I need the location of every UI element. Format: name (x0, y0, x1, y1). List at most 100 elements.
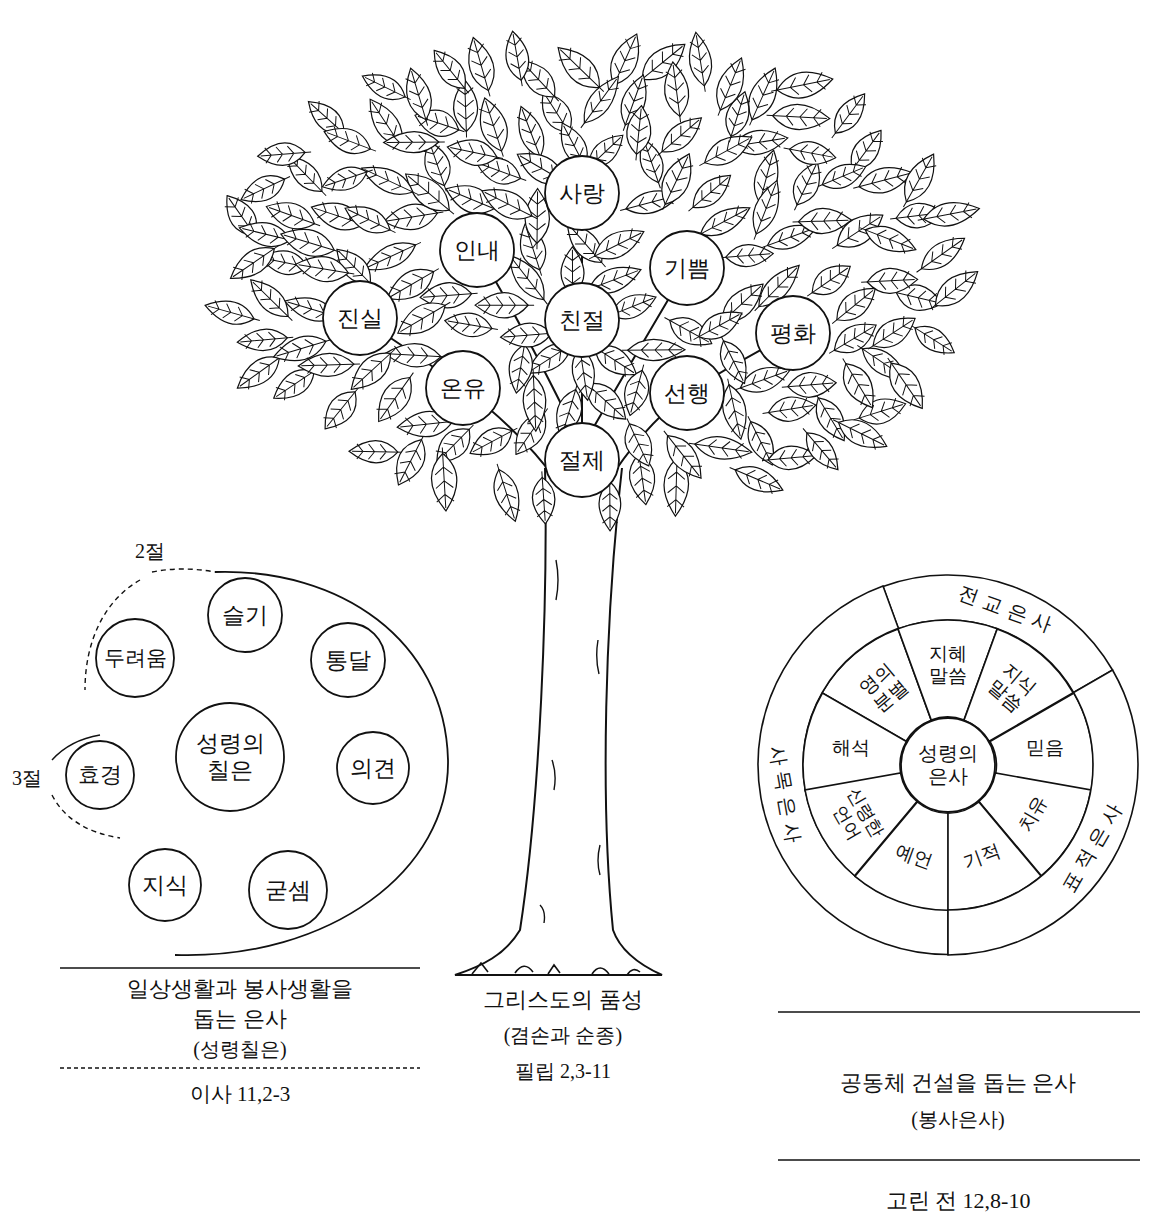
text-block: 인내 (454, 237, 500, 264)
text-block: 굳셈 (265, 877, 311, 904)
center-circle: 성령의 칠은 (175, 702, 285, 812)
leaf (384, 131, 445, 152)
fruit-circle: 진실 (322, 280, 398, 356)
segment-label: 해석 (832, 737, 870, 759)
text-block: 온유 (440, 375, 486, 402)
leaf (862, 309, 922, 359)
leaf (769, 67, 836, 104)
leaf (473, 94, 516, 160)
leaf-vein (456, 82, 474, 137)
leaf-vein (655, 153, 696, 214)
circle-label: 인내 (454, 237, 500, 264)
leaf (651, 148, 700, 215)
leaf (340, 198, 400, 242)
leaf (655, 424, 711, 486)
leaf-vein (396, 295, 455, 339)
leaf-vein (766, 107, 827, 128)
verse-label: 2절 (135, 538, 165, 565)
fruit-circle: 절제 (544, 422, 620, 498)
leaf (719, 243, 774, 269)
fruit-circle: 선행 (649, 355, 725, 431)
leaf (685, 31, 716, 94)
leaf (277, 222, 343, 264)
leaf (688, 303, 747, 349)
leaf-vein (912, 234, 966, 278)
leaf (916, 197, 982, 231)
fruit-circle: 기쁨 (649, 230, 725, 306)
leaf-vein (297, 256, 355, 282)
leaf (486, 460, 526, 524)
caption-rule (60, 967, 420, 968)
leaf-vein (830, 413, 888, 452)
verse-label: 3절 (12, 765, 42, 792)
fruit-circle: 온유 (425, 350, 501, 426)
caption-text: (성령칠은) (193, 1036, 286, 1063)
leaf-vein (916, 201, 978, 228)
leaf (860, 267, 918, 295)
leaf-vein (857, 221, 916, 256)
leaf (319, 160, 376, 197)
leaf (320, 121, 380, 162)
gift-circle: 굳셈 (248, 850, 328, 930)
leaf-vein (787, 161, 823, 214)
circle-shape (901, 718, 995, 812)
leaf-vein (880, 353, 927, 411)
leaf-vein (301, 356, 360, 374)
bark-mark (540, 560, 600, 923)
leaf-vein (478, 296, 534, 313)
leaf-vein (896, 153, 939, 211)
text-block: 슬기 (222, 602, 268, 629)
text-block: 진실 (337, 305, 383, 332)
leaf-vein (248, 277, 298, 326)
gift-circle: 슬기 (207, 577, 283, 653)
leaf (616, 413, 660, 471)
leaf-vein (781, 375, 834, 396)
leaf (661, 60, 692, 123)
leaf (792, 207, 852, 234)
leaf (202, 295, 262, 331)
caption-rule (778, 1011, 1140, 1012)
circle-shape (650, 231, 724, 305)
reference-text: 이사 11,2-3 (190, 1080, 291, 1108)
gift-circle: 효경 (65, 740, 135, 810)
leaf-vein (363, 236, 424, 275)
circle-label: 지식 (142, 872, 188, 899)
leaf-vein (554, 43, 609, 97)
caption-rule (778, 1159, 1140, 1160)
leaf (877, 351, 933, 416)
leaf (465, 418, 523, 464)
leaf-vein (434, 447, 455, 508)
text-block: 친절 (559, 307, 605, 334)
leaf (391, 291, 456, 344)
gift-circle: 두려움 (95, 618, 175, 698)
leaf (761, 393, 818, 425)
text-block: 의견 (350, 755, 396, 782)
circle-shape (545, 283, 619, 357)
circle-label: 기쁨 (664, 255, 710, 282)
leaf (425, 43, 477, 100)
circle-shape (337, 732, 409, 804)
gift-circle: 의견 (336, 731, 410, 805)
text-block: 통달 (325, 647, 371, 674)
text-block: 선행 (664, 380, 710, 407)
leaf-vein (792, 211, 848, 230)
circle-label: 굳셈 (265, 877, 311, 904)
circle-shape (176, 703, 284, 811)
text-block: 성령의 칠은 (194, 730, 266, 784)
leaf (856, 217, 920, 259)
leaf-vein (477, 98, 511, 159)
leaf-vein (430, 48, 475, 98)
leaf-vein (861, 271, 915, 291)
leaf (453, 79, 479, 138)
leaf (923, 262, 985, 318)
leaf (298, 352, 360, 377)
circle-label: 성령의 은사 (916, 742, 980, 789)
leaf (828, 409, 892, 456)
leaf (502, 29, 534, 88)
leaf (475, 292, 534, 317)
leaf-vein (761, 397, 814, 421)
circle-label: 두려움 (104, 646, 167, 671)
circle-label: 효경 (78, 762, 122, 788)
leaf-vein (229, 239, 284, 283)
leaf (893, 148, 943, 212)
